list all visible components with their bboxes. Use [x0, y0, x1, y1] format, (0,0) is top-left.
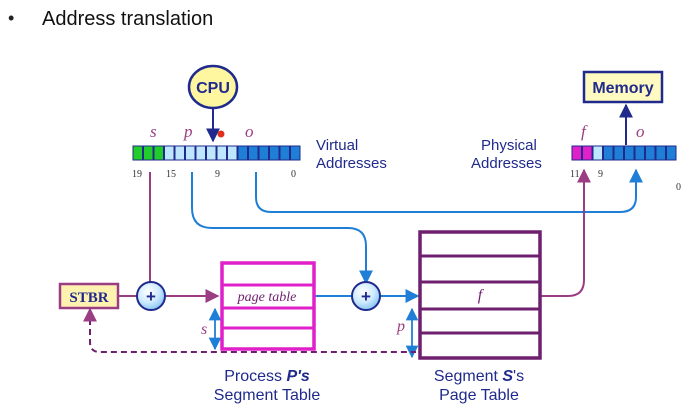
va-bit-cell	[269, 145, 280, 161]
va-bit-cell	[174, 145, 185, 161]
va-bit-cell	[195, 145, 206, 161]
va-field-o: o	[245, 122, 254, 141]
page-offset-label: p	[396, 318, 405, 335]
offset-to-physical-line	[255, 168, 643, 213]
memory-label: Memory	[592, 80, 653, 97]
va-bit-cell	[258, 145, 269, 161]
pa-bit-cell	[592, 145, 603, 161]
va-bit-9: 9	[215, 169, 220, 180]
va-bit-cell	[227, 145, 238, 161]
va-caption-line1: Virtual	[316, 137, 358, 154]
va-bit-0: 0	[291, 169, 296, 180]
page-table: f	[418, 230, 542, 360]
page-table-entry-label: f	[478, 287, 485, 304]
p-field-to-adder-line	[191, 172, 373, 285]
segment-table-entry-label: page table	[237, 290, 297, 305]
va-bit-cell	[132, 145, 143, 161]
pa-bit-cell	[603, 145, 614, 161]
title-bullet: •	[8, 8, 14, 28]
pa-bit-cell	[655, 145, 666, 161]
virtual-address-register	[132, 145, 301, 161]
va-bit-15: 15	[166, 169, 176, 180]
va-bit-cell	[164, 145, 175, 161]
pa-bit-0: 0	[676, 182, 681, 193]
pa-bit-cell	[634, 145, 645, 161]
va-bit-cell	[185, 145, 196, 161]
cpu-node: CPU	[187, 64, 239, 110]
stbr-dashed-path	[83, 307, 416, 353]
pa-bit-cell	[666, 145, 677, 161]
va-bit-cell	[206, 145, 217, 161]
va-bit-cell	[237, 145, 248, 161]
page-table-caption-line1: Segment S's	[434, 368, 524, 385]
va-bit-cell	[290, 145, 301, 161]
pa-field-o: o	[636, 122, 645, 141]
slide-title: Address translation	[42, 8, 213, 30]
va-bit-19: 19	[132, 169, 142, 180]
stbr-label: STBR	[69, 290, 108, 306]
pa-bit-11: 11	[570, 169, 580, 180]
va-field-s: s	[150, 122, 157, 141]
mouse-pointer-icon	[217, 130, 225, 138]
pa-bit-cell	[624, 145, 635, 161]
pa-caption-line1: Physical	[481, 137, 537, 154]
cpu-label: CPU	[196, 80, 230, 97]
adder-symbol: +	[361, 287, 371, 306]
pa-field-f: f	[581, 122, 588, 141]
stbr-register: STBR	[58, 282, 120, 310]
pa-bit-cell	[645, 145, 656, 161]
pa-bit-cell	[571, 145, 582, 161]
frame-to-physical-arrow	[540, 168, 591, 297]
pa-bit-cell	[613, 145, 624, 161]
segment-table-caption-line2: Segment Table	[214, 387, 321, 404]
adder-symbol: +	[146, 287, 156, 306]
page-table-caption-line2: Page Table	[439, 387, 519, 404]
va-bit-cell	[216, 145, 227, 161]
page-adder: +	[351, 281, 381, 311]
pa-caption-line2: Addresses	[471, 155, 542, 172]
va-bit-cell	[279, 145, 290, 161]
memory-node: Memory	[582, 70, 664, 104]
va-bit-cell	[153, 145, 164, 161]
pa-bit-9: 9	[598, 169, 603, 180]
va-caption-line2: Addresses	[316, 155, 387, 172]
segment-table-caption-line1: Process P's	[224, 368, 310, 385]
pa-bit-cell	[582, 145, 593, 161]
va-bit-cell	[248, 145, 259, 161]
physical-address-register	[571, 145, 677, 161]
va-bit-cell	[143, 145, 154, 161]
segment-table: page table	[220, 261, 316, 351]
segment-offset-label: s	[201, 321, 207, 338]
va-field-p: p	[183, 122, 193, 141]
segment-adder: +	[136, 281, 166, 311]
